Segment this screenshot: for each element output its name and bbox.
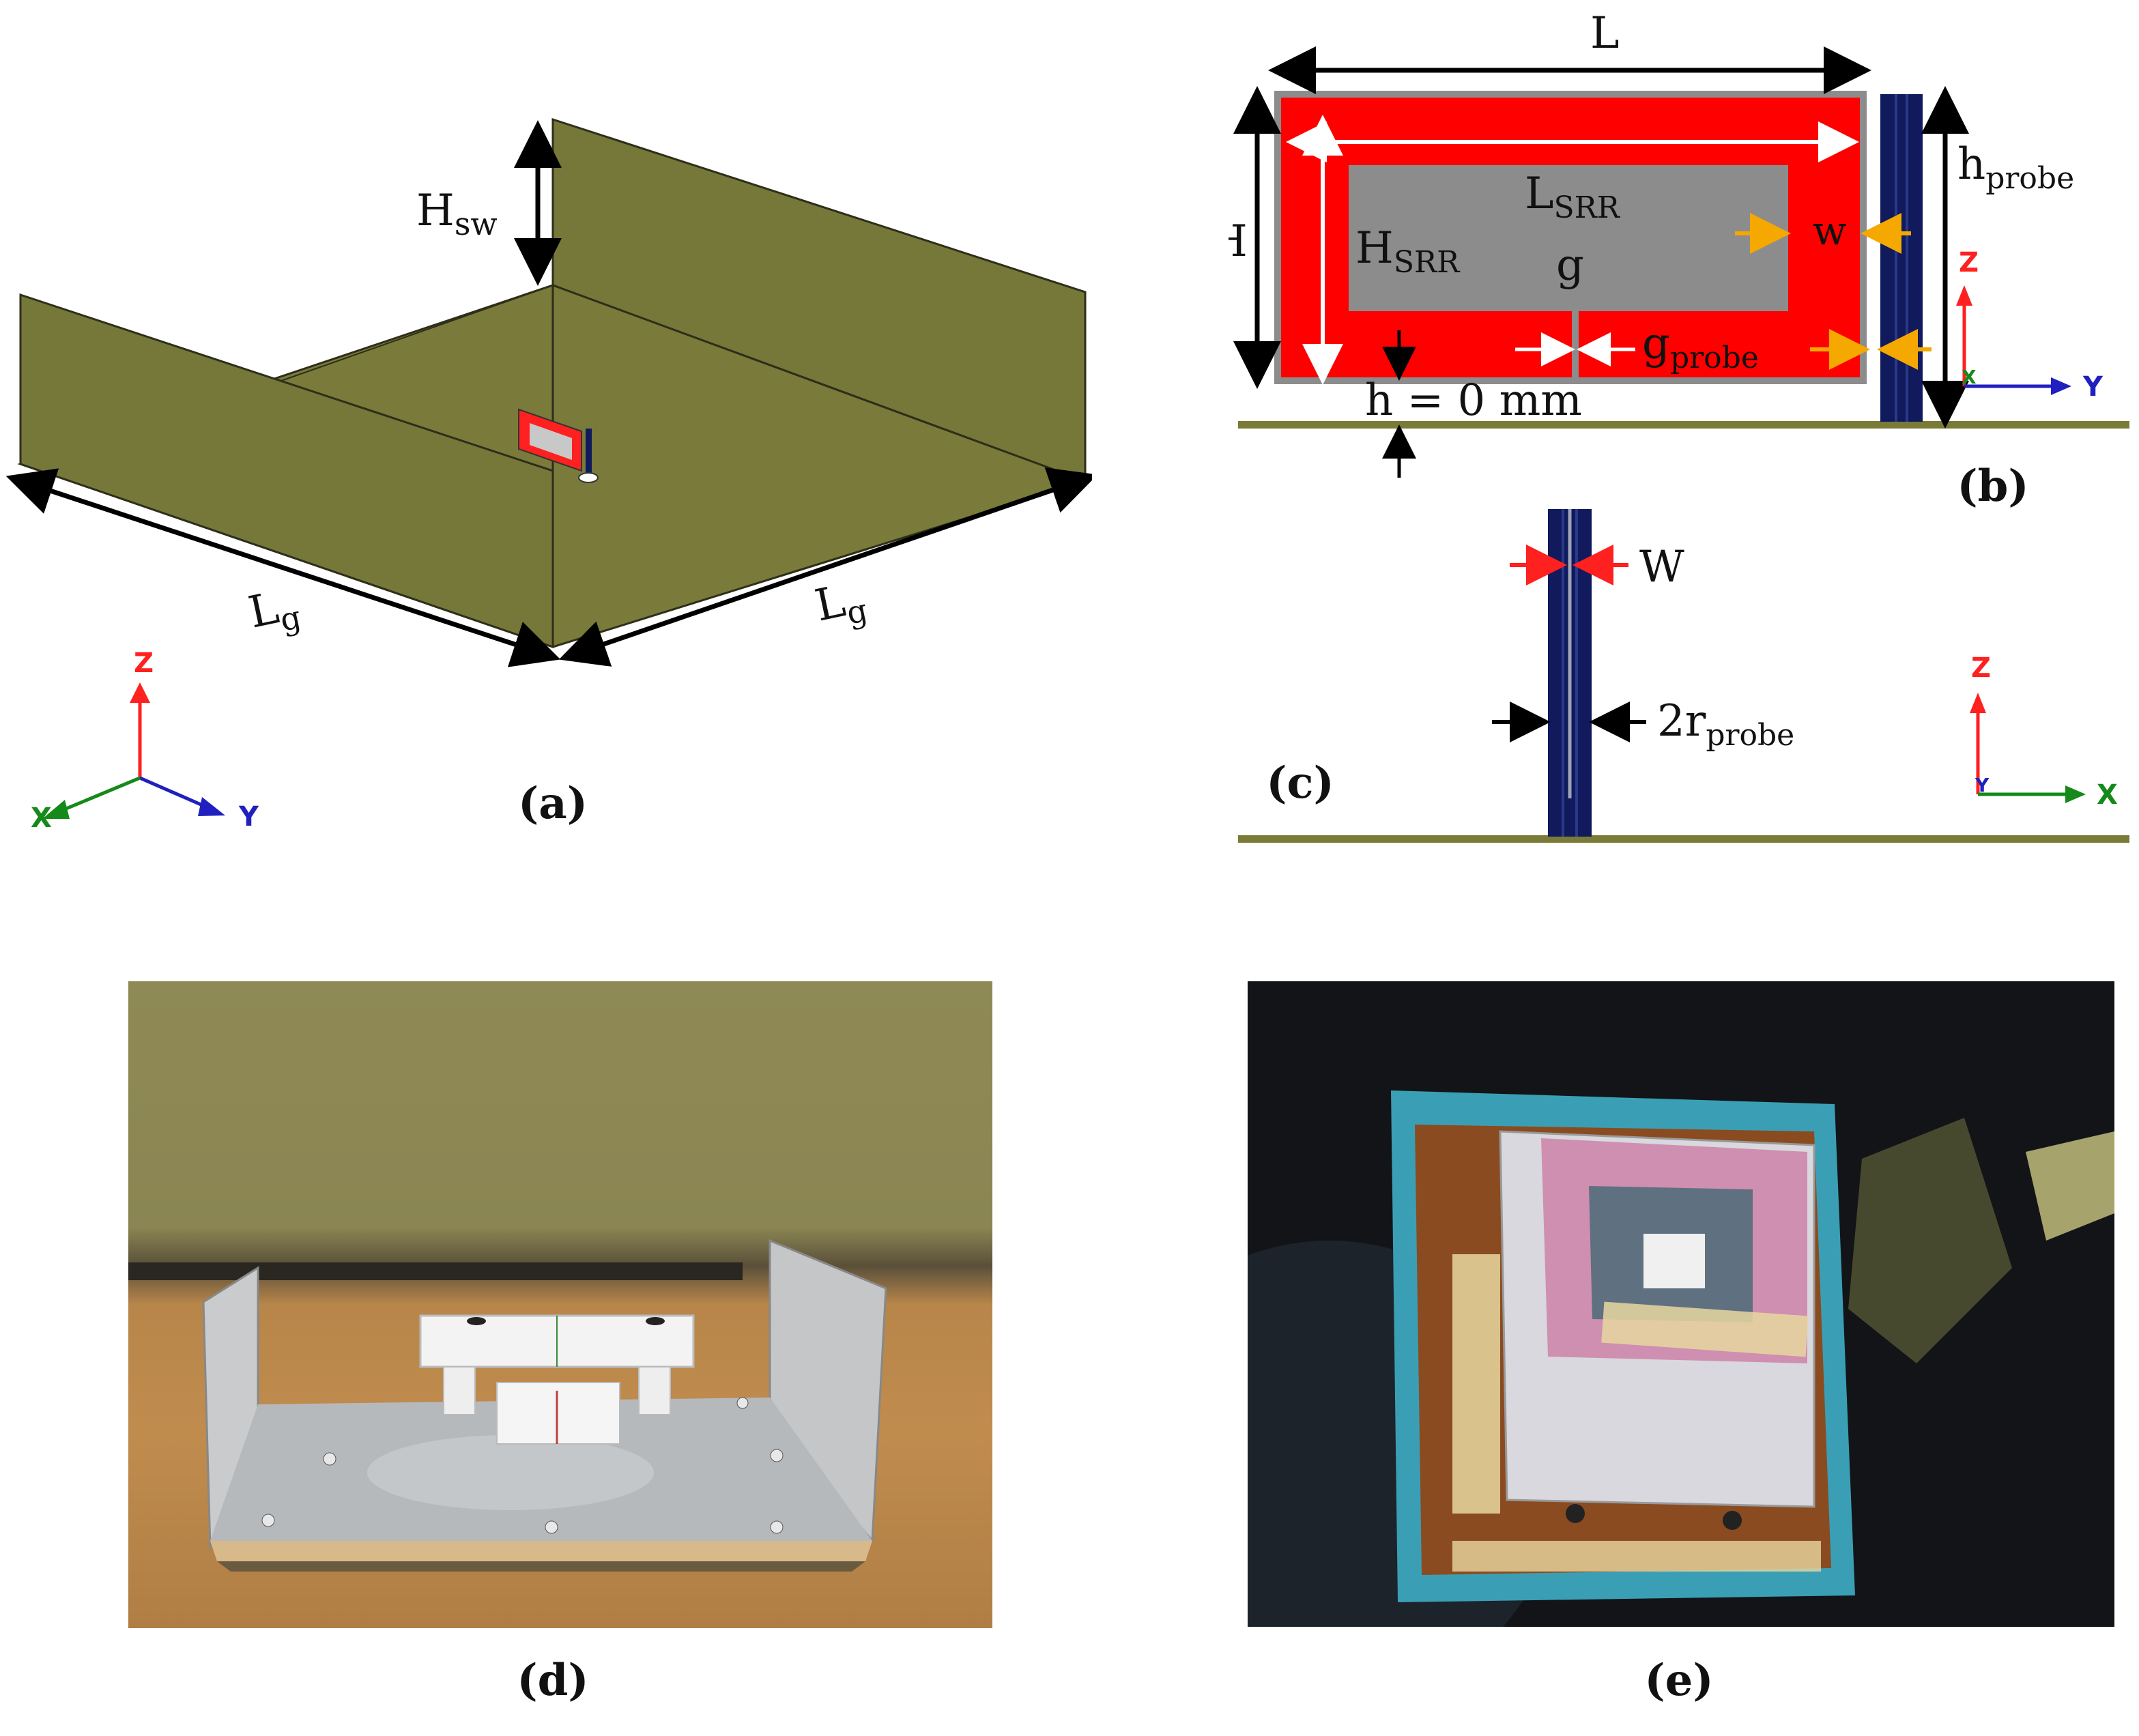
- caption-e: (e): [1644, 1655, 1714, 1706]
- panel-b-srr-side-view: L H LSRR HSRR g w gprobe h = 0 mm hprobe…: [1229, 8, 2129, 478]
- L-label: L: [1590, 8, 1620, 59]
- H-label: H: [1229, 216, 1248, 267]
- photo-d-scene: [128, 1239, 887, 1572]
- svg-text:X: X: [1962, 366, 1977, 388]
- ground-line-b: [1238, 421, 2129, 429]
- caption-c: (c): [1266, 757, 1334, 809]
- srr-inner-gap: [1349, 165, 1788, 311]
- 2rprobe-label: 2rprobe: [1657, 696, 1794, 753]
- axes-triad-b: Z Y X: [1956, 247, 2104, 403]
- probe-b: [1880, 94, 1923, 422]
- caption-d: (d): [517, 1655, 589, 1706]
- svg-text:Y: Y: [1975, 774, 1990, 796]
- svg-text:Z: Z: [1959, 247, 1979, 278]
- h0-label: h = 0 mm: [1365, 375, 1582, 426]
- svg-text:Z: Z: [1971, 652, 1991, 684]
- photo-e-scene: [1248, 1090, 2114, 1627]
- srr-split-gap: [1572, 308, 1579, 381]
- axes-triad-a: Z Y X: [31, 648, 259, 834]
- svg-text:X: X: [2097, 779, 2118, 811]
- hsw-label: Hsw: [416, 186, 498, 242]
- g-label: g: [1556, 240, 1584, 291]
- svg-text:Z: Z: [134, 648, 154, 679]
- w-label: w: [1813, 207, 1847, 254]
- photo-d-prototype: [128, 981, 992, 1628]
- lg-label-left: Lg: [244, 579, 304, 644]
- lg-dimension-arrow-right: [558, 467, 1092, 667]
- Hsrr-label: HSRR: [1355, 223, 1461, 280]
- gprobe-label: gprobe: [1642, 319, 1759, 375]
- axes-triad-c: Z X Y: [1970, 652, 2118, 811]
- panel-c-probe-view: W 2rprobe Z X Y: [1238, 509, 2129, 843]
- svg-text:Y: Y: [2082, 371, 2104, 403]
- photo-e-measurement-setup: [1248, 981, 2114, 1627]
- lg-label-right: Lg: [811, 572, 871, 637]
- hprobe-label: hprobe: [1957, 139, 2074, 196]
- caption-a: (a): [517, 778, 588, 829]
- Lsrr-label: LSRR: [1525, 169, 1621, 225]
- panel-a-3d-model: Hsw Lg Lg Z Y X: [5, 117, 1092, 834]
- caption-b: (b): [1957, 461, 2029, 512]
- W-label: W: [1639, 542, 1684, 592]
- svg-text:Y: Y: [238, 801, 259, 833]
- ground-line-c: [1238, 835, 2129, 843]
- svg-text:X: X: [31, 802, 52, 834]
- lg-dimension-arrow-left: [5, 468, 561, 667]
